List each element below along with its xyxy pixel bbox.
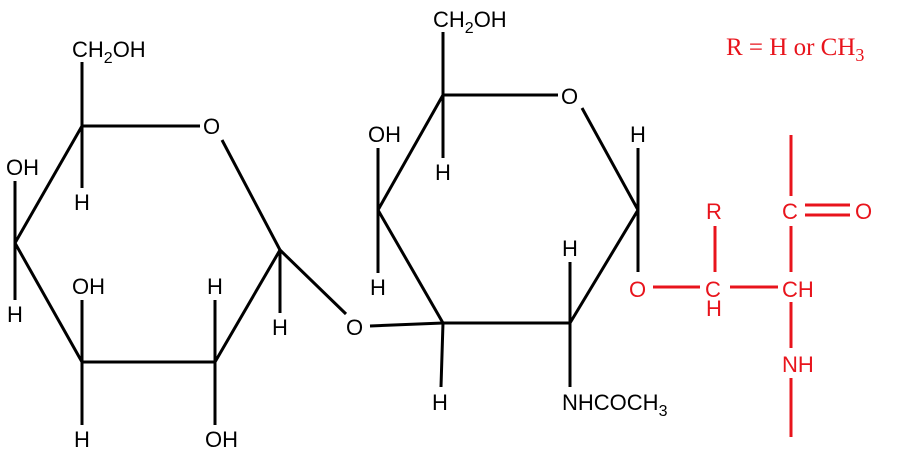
lactyl-ch-carbon: C (705, 277, 721, 302)
right-c4-oh: OH (368, 122, 401, 147)
lactyl-ether-oxygen: O (629, 277, 646, 302)
left-c4-h: H (7, 302, 23, 327)
lactyl-r-group: R (706, 199, 722, 224)
right-ch2oh-label: CH2OH (433, 7, 507, 37)
right-c1-h: H (630, 122, 646, 147)
glycosidic-oxygen: O (346, 315, 363, 340)
left-c2-oh: OH (205, 427, 238, 452)
lactyl-carbonyl-carbon: C (782, 199, 798, 224)
right-c2-nhcoch3: NHCOCH3 (562, 390, 668, 420)
left-c4-oh: OH (6, 155, 39, 180)
right-sugar-ring (376, 32, 640, 388)
lactyl-alpha-ch: CH (782, 277, 814, 302)
left-c1-h: H (272, 315, 288, 340)
left-c3-h: H (74, 427, 90, 452)
left-c5-h: H (74, 190, 90, 215)
left-c3-oh: OH (72, 274, 105, 299)
left-ring-oxygen: O (203, 114, 220, 139)
right-c3-h: H (432, 390, 448, 415)
left-ch2oh-label: CH2OH (72, 37, 146, 67)
left-c2-h: H (207, 274, 223, 299)
right-ring-oxygen: O (561, 84, 578, 109)
right-c2-h: H (562, 236, 578, 261)
left-sugar-ring (13, 62, 348, 425)
lactyl-amide-nh: NH (782, 352, 814, 377)
lactyl-peptide-group: O C H R CH C O NH (629, 135, 872, 437)
right-c5-h: H (435, 160, 451, 185)
r-group-legend: R = H or CH3 (726, 34, 864, 65)
right-c4-h: H (370, 275, 386, 300)
lactyl-ch-hydrogen: H (706, 296, 722, 321)
lactyl-carbonyl-oxygen: O (855, 199, 872, 224)
